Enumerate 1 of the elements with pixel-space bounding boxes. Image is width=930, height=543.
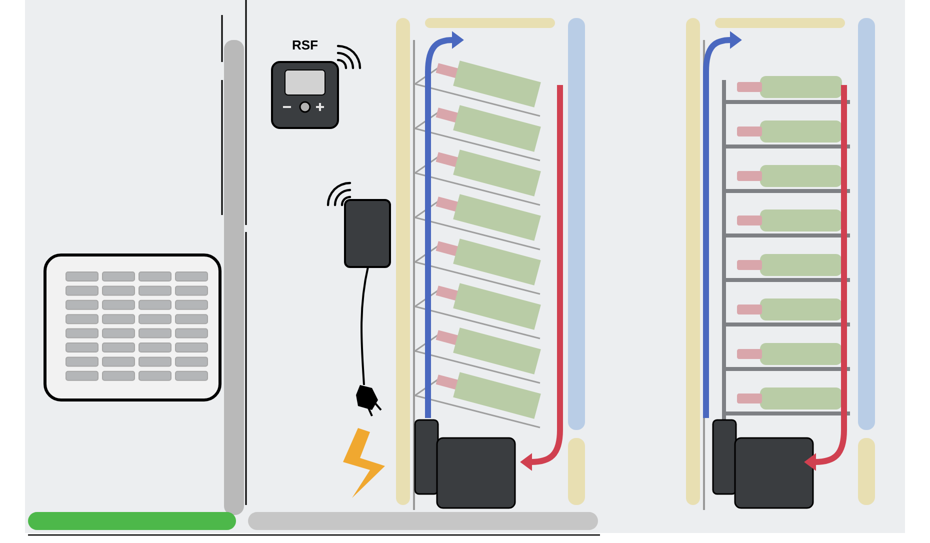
device-label: RSF: [292, 40, 318, 50]
